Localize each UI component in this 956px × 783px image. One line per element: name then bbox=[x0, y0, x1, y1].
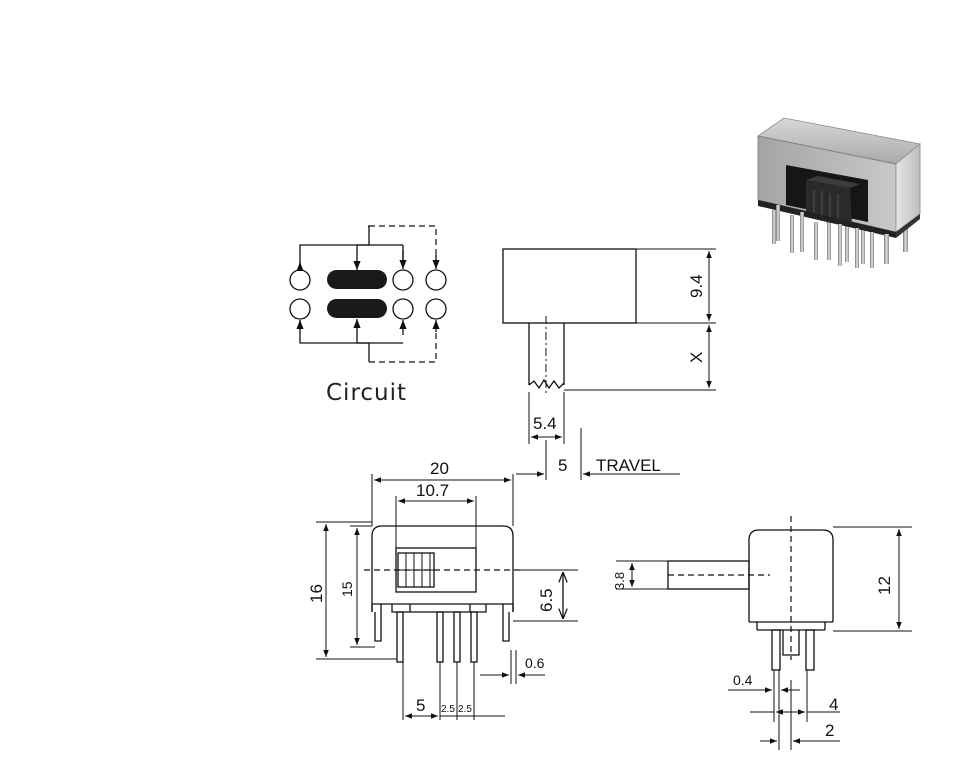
front-view: 20 10.7 16 15 6.5 0.6 5 2.5 bbox=[307, 459, 578, 720]
end-view: 12 3.8 0.4 4 2 bbox=[612, 516, 912, 750]
terminal-circle bbox=[425, 298, 447, 320]
dim-body-height: 9.4 bbox=[687, 274, 706, 298]
slide-switch-photo bbox=[757, 117, 921, 268]
front-body bbox=[371, 525, 514, 612]
circuit-diagram: Circuit bbox=[289, 225, 447, 406]
dim-pin-pitch-a: 2.5 bbox=[441, 704, 455, 715]
break-line bbox=[528, 378, 565, 390]
pin bbox=[396, 611, 404, 663]
terminal-circle bbox=[425, 269, 447, 291]
terminal-circle bbox=[392, 298, 414, 320]
dim-body-height: 15 bbox=[339, 581, 355, 597]
dim-body-height: 12 bbox=[875, 576, 894, 595]
contact-bar-lower bbox=[327, 299, 387, 318]
dim-travel-value: 5 bbox=[558, 456, 567, 475]
dim-overall-height: 16 bbox=[307, 584, 326, 603]
contact-bar-upper bbox=[327, 270, 387, 289]
dim-pin-thickness: 0.6 bbox=[525, 655, 545, 671]
dim-travel-label: TRAVEL bbox=[596, 456, 661, 475]
pin bbox=[771, 629, 781, 671]
dim-center-height: 6.5 bbox=[537, 588, 556, 612]
pin bbox=[805, 629, 815, 671]
dim-actuator-width: 5.4 bbox=[533, 414, 557, 433]
mount-bracket-right bbox=[502, 603, 514, 642]
dim-pin-thickness: 0.4 bbox=[733, 672, 753, 688]
dim-pin-spacing: 4 bbox=[829, 695, 838, 714]
mount-bracket-left bbox=[371, 603, 382, 642]
dim-overall-width: 20 bbox=[430, 459, 449, 478]
terminal-circle bbox=[392, 269, 414, 291]
dim-slot-width: 10.7 bbox=[416, 481, 449, 500]
side-view: 9.4 X 5.4 5 TRAVEL bbox=[502, 248, 716, 480]
wire bbox=[299, 320, 370, 362]
wire bbox=[299, 225, 370, 270]
dim-pin-pitch-outer: 5 bbox=[416, 696, 425, 715]
dashed-wire bbox=[369, 225, 437, 262]
dim-actuator-length: X bbox=[687, 352, 706, 363]
circuit-label: Circuit bbox=[326, 380, 407, 406]
terminal-circle bbox=[289, 269, 311, 291]
base-detail bbox=[391, 604, 487, 613]
dim-pin-pitch-b: 2.5 bbox=[458, 704, 472, 715]
side-body bbox=[502, 248, 637, 324]
end-base-detail bbox=[782, 630, 800, 656]
pin bbox=[453, 611, 461, 663]
pin bbox=[470, 611, 478, 663]
dim-pin-offset: 2 bbox=[825, 721, 834, 740]
terminal-circle bbox=[289, 298, 311, 320]
pin bbox=[436, 611, 444, 663]
dashed-wire bbox=[369, 328, 437, 363]
dim-actuator-height: 3.8 bbox=[612, 572, 627, 590]
